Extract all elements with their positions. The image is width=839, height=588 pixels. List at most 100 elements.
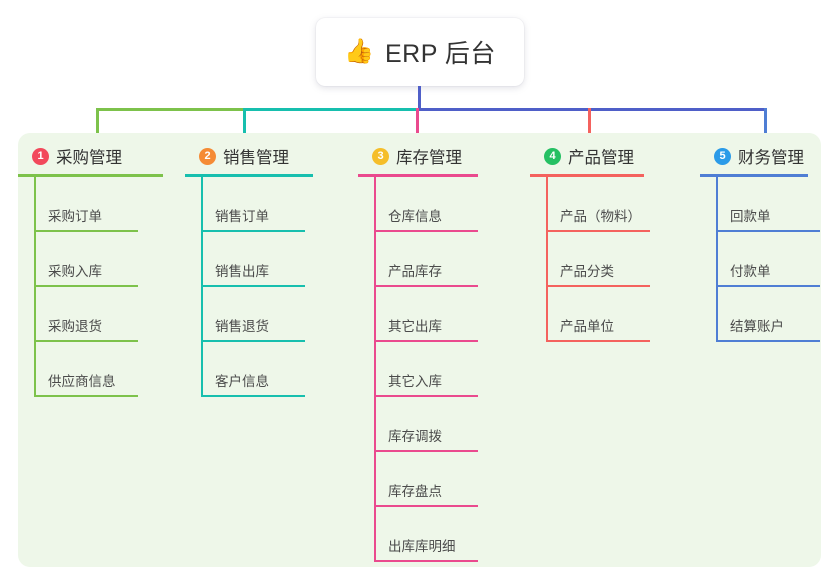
branch-header-rule [358, 174, 478, 177]
leaf-node-label: 其它出库 [388, 319, 442, 334]
branch-column-3: 3 库存管理仓库信息产品库存其它出库其它入库库存调拨库存盘点出库库明细 [358, 141, 478, 562]
leaf-node[interactable]: 客户信息 [201, 342, 305, 397]
root-node-title: ERP 后台 [384, 40, 496, 68]
leaf-node[interactable]: 出库库明细 [374, 507, 478, 562]
branch-items-2: 销售订单销售出库销售退货客户信息 [185, 177, 313, 397]
leaf-node-rule [546, 230, 650, 232]
leaf-node-label: 回款单 [730, 209, 771, 224]
leaf-node[interactable]: 供应商信息 [34, 342, 138, 397]
branch-items-4: 产品（物料） 产品分类产品单位 [530, 177, 650, 342]
leaf-node[interactable]: 采购退货 [34, 287, 138, 342]
branch-spine [201, 177, 203, 397]
leaf-node-rule [374, 395, 478, 397]
bar-segment-green [96, 108, 246, 111]
branch-spine [546, 177, 548, 342]
thumbs-up-icon: 👍 [344, 38, 374, 65]
leaf-node[interactable]: 销售退货 [201, 287, 305, 342]
branch-items-1: 采购订单采购入库采购退货供应商信息 [18, 177, 163, 397]
leaf-node-label: 客户信息 [215, 374, 269, 389]
leaf-node-label: 采购订单 [48, 209, 102, 224]
leaf-node-rule [374, 560, 478, 562]
leaf-node-label: 仓库信息 [388, 209, 442, 224]
leaf-node[interactable]: 产品分类 [546, 232, 650, 287]
root-node-content: 👍 ERP 后台 [344, 34, 496, 70]
leaf-node[interactable]: 付款单 [716, 232, 820, 287]
leaf-node-rule [374, 450, 478, 452]
leaf-node[interactable]: 库存调拨 [374, 397, 478, 452]
leaf-node-rule [34, 285, 138, 287]
branch-header-rule [700, 174, 808, 177]
branch-column-5: 5 财务管理回款单付款单结算账户 [700, 141, 820, 342]
branch-items-3: 仓库信息产品库存其它出库其它入库库存调拨库存盘点出库库明细 [358, 177, 478, 562]
leaf-node-label: 其它入库 [388, 374, 442, 389]
leaf-node-label: 销售订单 [215, 209, 269, 224]
leaf-node[interactable]: 其它入库 [374, 342, 478, 397]
leaf-node-label: 销售出库 [215, 264, 269, 279]
leaf-node[interactable]: 结算账户 [716, 287, 820, 342]
root-node-card[interactable]: 👍 ERP 后台 [316, 18, 524, 86]
leaf-node-rule [374, 230, 478, 232]
branches-panel [18, 133, 821, 567]
leaf-node-label: 库存盘点 [388, 484, 442, 499]
leaf-node-rule [716, 340, 820, 342]
leaf-node-rule [374, 285, 478, 287]
branch-header-5[interactable]: 5 财务管理 [700, 141, 808, 171]
leaf-node[interactable]: 销售出库 [201, 232, 305, 287]
leaf-node[interactable]: 回款单 [716, 177, 820, 232]
branch-title: 财务管理 [738, 149, 804, 167]
leaf-node[interactable]: 产品单位 [546, 287, 650, 342]
branch-number-badge: 4 [544, 147, 561, 165]
leaf-node-rule [716, 230, 820, 232]
bar-segment-teal [243, 108, 419, 111]
drop-connector-3 [416, 108, 419, 136]
branch-header-rule [18, 174, 163, 177]
branch-spine [716, 177, 718, 342]
leaf-node-rule [546, 340, 650, 342]
branch-title: 库存管理 [396, 149, 462, 167]
leaf-node-rule [546, 285, 650, 287]
branch-header-1[interactable]: 1 采购管理 [18, 141, 163, 171]
drop-connector-2 [243, 108, 246, 136]
leaf-node-rule [201, 340, 305, 342]
leaf-node-rule [374, 505, 478, 507]
branch-header-3[interactable]: 3 库存管理 [358, 141, 478, 171]
branch-spine [374, 177, 376, 562]
leaf-node-label: 销售退货 [215, 319, 269, 334]
branch-items-5: 回款单付款单结算账户 [700, 177, 820, 342]
leaf-node-rule [34, 395, 138, 397]
leaf-node[interactable]: 产品库存 [374, 232, 478, 287]
branch-header-rule [530, 174, 644, 177]
leaf-node[interactable]: 产品（物料） [546, 177, 650, 232]
trunk-connector [418, 86, 421, 110]
leaf-node[interactable]: 库存盘点 [374, 452, 478, 507]
branch-number-badge: 5 [714, 147, 731, 165]
leaf-node-rule [201, 395, 305, 397]
drop-connector-4 [588, 108, 591, 136]
leaf-node[interactable]: 其它出库 [374, 287, 478, 342]
drop-connector-1 [96, 108, 99, 136]
branch-spine [34, 177, 36, 397]
leaf-node-rule [201, 230, 305, 232]
branch-title: 采购管理 [56, 149, 122, 167]
branch-number-badge: 3 [372, 147, 389, 165]
leaf-node-label: 采购入库 [48, 264, 102, 279]
leaf-node[interactable]: 销售订单 [201, 177, 305, 232]
leaf-node-label: 产品分类 [560, 264, 614, 279]
branch-title: 销售管理 [223, 149, 289, 167]
leaf-node-label: 出库库明细 [388, 539, 456, 554]
leaf-node-label: 付款单 [730, 264, 771, 279]
leaf-node[interactable]: 采购订单 [34, 177, 138, 232]
leaf-node-rule [716, 285, 820, 287]
branch-column-1: 1 采购管理采购订单采购入库采购退货供应商信息 [18, 141, 163, 397]
branch-header-rule [185, 174, 313, 177]
leaf-node-rule [34, 340, 138, 342]
branch-number-badge: 1 [32, 147, 49, 165]
leaf-node[interactable]: 采购入库 [34, 232, 138, 287]
leaf-node-label: 供应商信息 [48, 374, 116, 389]
leaf-node-rule [201, 285, 305, 287]
leaf-node[interactable]: 仓库信息 [374, 177, 478, 232]
